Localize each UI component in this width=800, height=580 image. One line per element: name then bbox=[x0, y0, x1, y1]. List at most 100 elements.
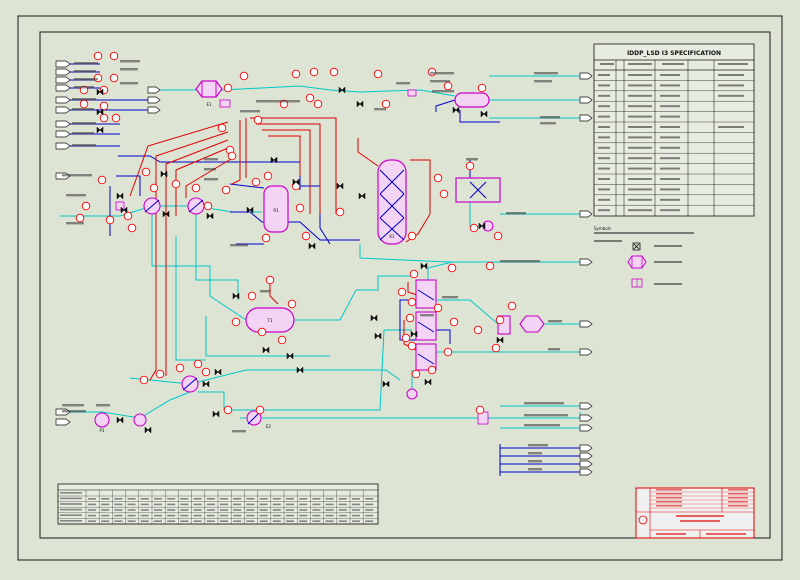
illegible-label-bar bbox=[96, 404, 110, 407]
flow-arrow-icon bbox=[147, 96, 161, 104]
bottom-table-cell-bar bbox=[338, 503, 347, 506]
bottom-table-cell-bar bbox=[233, 503, 242, 506]
illegible-label-bar bbox=[506, 212, 526, 215]
bottom-table-cell-bar bbox=[154, 514, 162, 517]
bottom-table-cell-bar bbox=[140, 514, 149, 517]
instrument-bubble bbox=[251, 177, 261, 187]
box-exchanger-icon bbox=[455, 177, 501, 203]
bottom-table-cell-bar bbox=[140, 509, 149, 511]
instrument-bubble bbox=[171, 179, 181, 189]
instrument-bubble bbox=[155, 369, 165, 379]
spec-cell-bar bbox=[598, 209, 610, 212]
bottom-table-label-bar bbox=[60, 503, 82, 505]
pipeline bbox=[149, 131, 229, 381]
illegible-label-bar bbox=[72, 108, 94, 111]
instrument-bubble bbox=[109, 51, 119, 61]
spec-cell-bar bbox=[598, 74, 610, 76]
bottom-table-cell-bar bbox=[259, 509, 268, 511]
bottom-table-cell-bar bbox=[193, 503, 202, 506]
bottom-table-cell-bar bbox=[180, 503, 189, 506]
flow-arrow-icon bbox=[579, 468, 593, 476]
illegible-label-bar bbox=[540, 116, 560, 119]
illegible-label-bar bbox=[72, 132, 94, 135]
pipeline bbox=[256, 123, 321, 214]
bottom-table-cell-bar bbox=[299, 520, 308, 522]
control-valve-icon bbox=[214, 368, 222, 376]
bottom-table-cell-bar bbox=[246, 520, 255, 522]
spec-cell-bar bbox=[660, 188, 680, 191]
bottom-table-cell-bar bbox=[154, 509, 162, 511]
drum-icon bbox=[454, 92, 490, 108]
control-valve-icon bbox=[262, 346, 270, 354]
heat-exchanger-icon: E2 bbox=[143, 197, 272, 429]
pipeline bbox=[268, 135, 301, 176]
title-block-text-bar bbox=[676, 515, 724, 517]
illegible-label-bar bbox=[430, 80, 450, 83]
instrument-bubble bbox=[447, 263, 457, 273]
pipeline bbox=[435, 99, 456, 112]
illegible-label-bar bbox=[62, 174, 92, 177]
instrument-bubble bbox=[473, 325, 483, 335]
pipeline bbox=[129, 121, 229, 197]
bottom-table-cell-bar bbox=[325, 498, 334, 500]
spec-cell-bar bbox=[628, 167, 652, 170]
spec-cell-bar bbox=[598, 105, 610, 108]
bottom-table-cell-bar bbox=[101, 509, 110, 511]
spec-cell-bar bbox=[718, 84, 744, 87]
instrument-bubble bbox=[217, 123, 227, 133]
reactor-vessel-icon: R1 bbox=[263, 185, 289, 233]
bottom-table-cell-bar bbox=[167, 514, 176, 517]
bottom-table-grid bbox=[58, 490, 378, 525]
title-block-text-bar bbox=[728, 501, 748, 503]
control-valve-icon bbox=[286, 352, 294, 360]
bottom-table-cell-bar bbox=[167, 509, 176, 511]
spec-cell-bar bbox=[628, 94, 652, 97]
control-valve-icon bbox=[162, 210, 170, 218]
spec-cell-bar bbox=[598, 198, 610, 201]
title-block-text-bar bbox=[728, 493, 748, 495]
bottom-table-cell-bar bbox=[140, 503, 149, 506]
instrument-bubble bbox=[141, 167, 151, 177]
spec-cell-bar bbox=[628, 84, 652, 87]
bottom-table-cell-bar bbox=[140, 520, 149, 522]
bottom-table-cell-bar bbox=[114, 503, 123, 506]
flow-arrow-icon bbox=[579, 460, 593, 468]
pipeline bbox=[292, 185, 331, 245]
instrument-bubble bbox=[477, 83, 487, 93]
instrument-bubble bbox=[111, 113, 121, 123]
bottom-table-cell-bar bbox=[233, 514, 242, 517]
pipeline bbox=[116, 175, 141, 196]
bottom-table-cell-bar bbox=[180, 520, 189, 522]
instrument-bubble bbox=[335, 207, 345, 217]
illegible-label-bar bbox=[528, 460, 542, 463]
bottom-table-cell-bar bbox=[114, 520, 123, 522]
instrument-bubble bbox=[475, 405, 485, 415]
spec-cell-bar bbox=[628, 136, 652, 139]
illegible-label-bar bbox=[528, 444, 548, 447]
pipeline bbox=[151, 206, 247, 321]
column-icon: K1 bbox=[377, 159, 407, 245]
bottom-table-cell-bar bbox=[312, 514, 321, 517]
instrument-bubble bbox=[397, 287, 407, 297]
instrument-bubble bbox=[105, 215, 115, 225]
bottom-table-cell-bar bbox=[206, 520, 215, 522]
illegible-label-bar bbox=[534, 80, 552, 83]
bottom-table-cell-bar bbox=[180, 498, 189, 500]
spec-cell-bar bbox=[660, 94, 680, 97]
spec-cell-bar bbox=[628, 178, 652, 180]
spec-head-bar bbox=[718, 63, 748, 65]
flow-arrow-icon bbox=[579, 320, 593, 328]
instrument-bubble bbox=[295, 203, 305, 213]
control-valve-icon bbox=[370, 314, 378, 322]
illegible-labels bbox=[62, 60, 568, 471]
bottom-table-cell-bar bbox=[352, 514, 360, 517]
bottom-table-cell-bar bbox=[246, 509, 255, 511]
stacked-column-icon bbox=[415, 279, 437, 371]
instrument-bubble bbox=[203, 201, 213, 211]
instrument-bubble bbox=[75, 213, 85, 223]
instrument-bubble bbox=[407, 231, 417, 241]
spec-table-title: IDDP_LSD I3 SPECIFICATION bbox=[627, 50, 721, 57]
title-block-text-bar bbox=[656, 501, 682, 503]
bottom-table-cell-bar bbox=[325, 509, 334, 511]
flow-arrow-icon bbox=[579, 114, 593, 122]
